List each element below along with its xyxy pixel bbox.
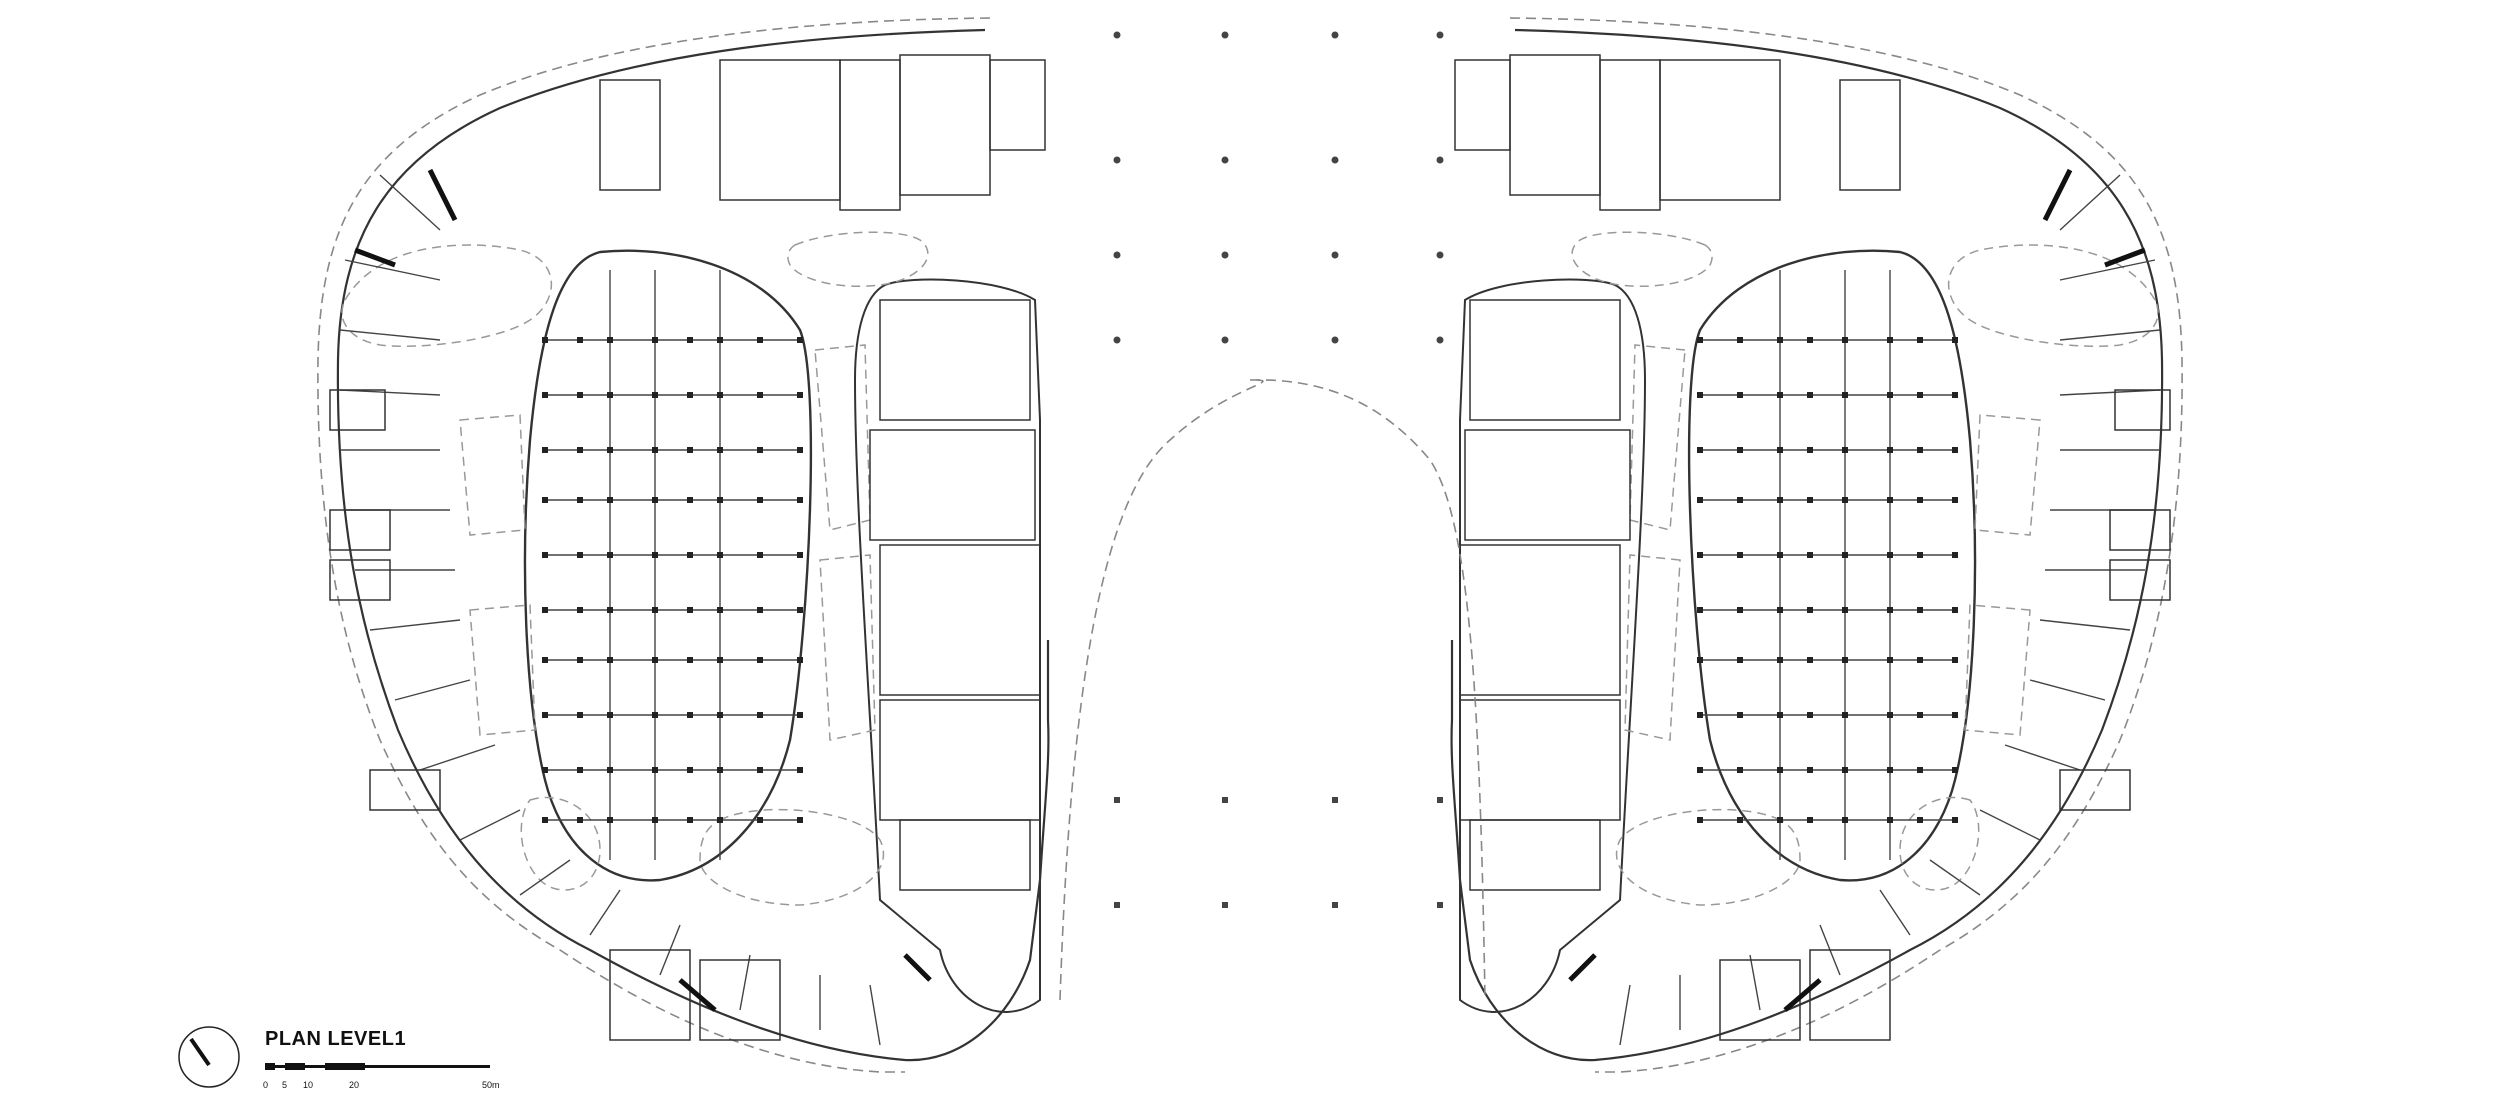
left-inner-oval: [523, 249, 813, 882]
left-dashed-shapes: [341, 231, 929, 906]
left-partition-grid: [339, 174, 881, 1046]
left-outer-wall: [336, 28, 1050, 1062]
left-inner-pocket: [853, 278, 1041, 1013]
right-building: [1450, 17, 2183, 1073]
scale-label-0: 0: [263, 1080, 269, 1090]
plaza-arch-dashed: [1059, 379, 1486, 1001]
scale-bar: [265, 1063, 490, 1070]
scale-label-10: 10: [303, 1080, 314, 1090]
left-outer-dashed-boundary: [317, 17, 991, 1073]
plan-title: PLAN LEVEL1: [265, 1028, 407, 1050]
left-building: [317, 17, 1050, 1073]
scale-label-20: 20: [349, 1080, 360, 1090]
scale-label-50m: 50m: [482, 1080, 500, 1090]
left-rooms: [329, 54, 1046, 1041]
scale-label-5: 5: [282, 1080, 288, 1090]
plaza-columns: [1113, 31, 1444, 908]
north-arrow-icon: [178, 1026, 240, 1088]
central-plaza: [1059, 31, 1486, 1001]
